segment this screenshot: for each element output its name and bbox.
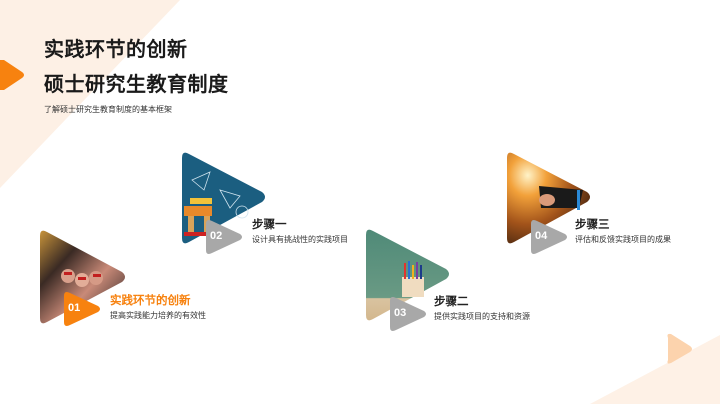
play-triangle-accent-icon (0, 60, 24, 90)
step-description: 设计具有挑战性的实践项目 (252, 235, 348, 244)
step-number-badge: 03 (388, 295, 428, 333)
step-card-01: 01 实践环节的创新 提高实践能力培养的有效性 (38, 228, 218, 338)
step-description: 评估和反馈实践项目的成果 (575, 235, 671, 244)
step-card-04: 04 步骤三 评估和反馈实践项目的成果 (505, 150, 685, 260)
page-subtitle: 硕士研究生教育制度 (44, 72, 229, 96)
step-title: 实践环节的创新 (110, 293, 191, 307)
step-title: 步骤三 (575, 217, 610, 231)
classroom-pencils-photo (366, 229, 449, 321)
page-title: 实践环节的创新 (44, 37, 188, 61)
step-card-03: 03 步骤二 提供实践项目的支持和资源 (364, 227, 544, 337)
graduation-hands-photo (40, 230, 125, 324)
step-card-02: 02 步骤一 设计具有挑战性的实践项目 (180, 150, 360, 260)
step-title: 步骤一 (252, 217, 287, 231)
step-title: 步骤二 (434, 294, 469, 308)
step-description: 提高实践能力培养的有效性 (110, 311, 206, 320)
step-number-badge: 04 (529, 218, 569, 256)
play-triangle-decor-icon (667, 333, 692, 364)
step-number-badge: 02 (204, 218, 244, 256)
page-description: 了解硕士研究生教育制度的基本框架 (44, 105, 172, 114)
step-description: 提供实践项目的支持和资源 (434, 312, 530, 321)
step-number-badge: 01 (62, 290, 102, 328)
tablet-sunset-photo (507, 152, 590, 244)
